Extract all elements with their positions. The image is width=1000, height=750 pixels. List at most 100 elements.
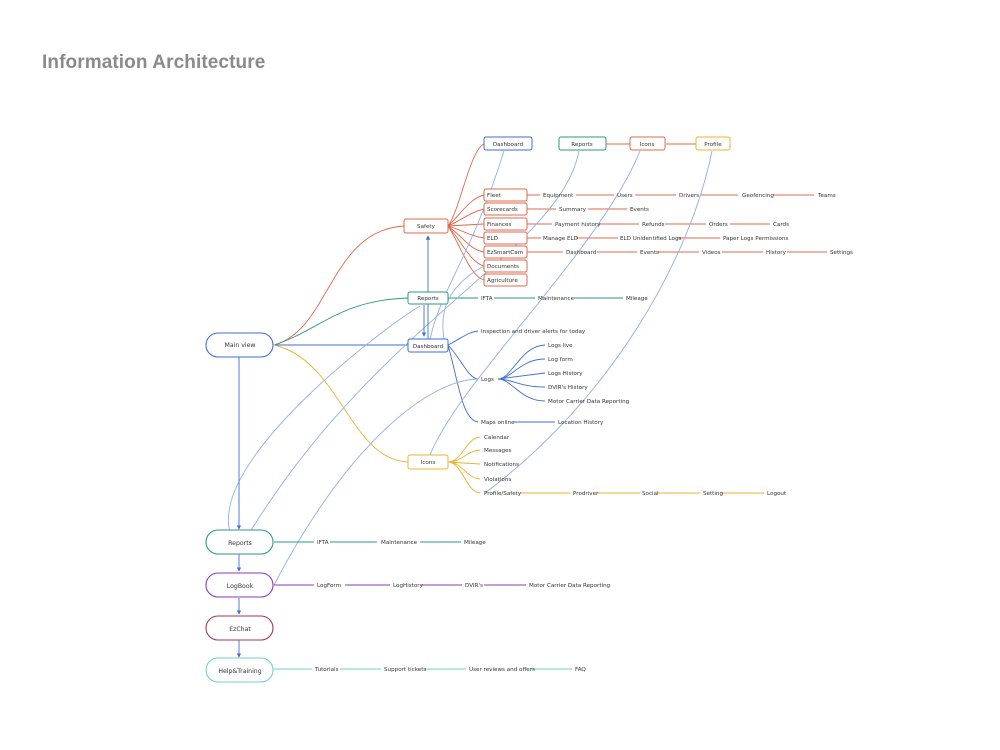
node-top-icons[interactable]: Icons — [629, 136, 666, 151]
connector-safety-fleet — [447, 194, 485, 227]
label-location-history[interactable]: Location History — [558, 420, 604, 426]
label-smartcam-dashboard[interactable]: Dashboard — [566, 250, 597, 256]
label-geofencing[interactable]: Geofencing — [742, 193, 774, 199]
node-top-dashboard[interactable]: Dashboard — [483, 136, 533, 151]
label-setting[interactable]: Setting — [703, 491, 723, 497]
label-bottom-maintenance[interactable]: Maintenance — [381, 540, 418, 546]
crosslink-safety-documents — [442, 265, 485, 346]
crosslink-logs-logbook — [273, 378, 479, 586]
label-cards[interactable]: Cards — [773, 222, 789, 228]
node-fleet[interactable]: Fleet — [483, 188, 528, 202]
label-notifications[interactable]: Notifications — [484, 462, 519, 468]
label-inspection-alerts[interactable]: Inspection and driver alerts for today — [481, 329, 586, 335]
connector-logs-fan — [497, 344, 546, 402]
node-ezchat[interactable]: EzChat — [205, 615, 274, 641]
label-log-form[interactable]: Log form — [548, 357, 573, 363]
node-logbook-label: LogBook — [227, 583, 254, 590]
label-tutorials[interactable]: Tutorials — [314, 667, 339, 673]
connector-safety-agriculture — [447, 225, 485, 281]
label-dvirs[interactable]: DVIR's — [465, 583, 483, 589]
connectors — [227, 143, 827, 670]
node-top-icons-label: Icons — [640, 142, 655, 148]
connector-dashboard-maps — [447, 344, 479, 423]
node-documents[interactable]: Documents — [483, 259, 528, 273]
label-prodriver[interactable]: Prodriver — [573, 491, 599, 497]
label-mid-maintenance[interactable]: Maintenance — [538, 296, 575, 302]
node-safety[interactable]: Safety — [403, 218, 449, 234]
label-mid-mileage[interactable]: Mileage — [626, 296, 648, 302]
nodes: Dashboard Reports Icons Profile Safety F… — [205, 136, 731, 683]
label-maps-online[interactable]: Maps online — [481, 420, 515, 426]
connector-safety-finances — [447, 223, 485, 227]
label-mid-ifta[interactable]: IFTA — [481, 296, 493, 302]
label-bottom-motor-carrier[interactable]: Motor Carrier Data Reporting — [529, 583, 611, 589]
label-refunds[interactable]: Refunds — [642, 222, 665, 228]
node-finances[interactable]: Finances — [483, 217, 528, 231]
connector-dashboard-inspection — [447, 330, 479, 346]
label-faq[interactable]: FAQ — [575, 667, 586, 673]
label-events[interactable]: Events — [630, 207, 649, 213]
label-social[interactable]: Social — [642, 491, 659, 497]
label-loghistory[interactable]: LogHistory — [393, 583, 424, 589]
node-help-training[interactable]: Help&Training — [205, 657, 274, 683]
label-logout[interactable]: Logout — [767, 491, 787, 497]
label-support-tickets[interactable]: Support tickets — [384, 667, 426, 673]
node-bottom-reports[interactable]: Reports — [205, 529, 274, 555]
node-ezsmartcam[interactable]: EzSmartCam — [483, 245, 528, 259]
label-teams[interactable]: Teams — [817, 193, 836, 199]
label-bottom-ifta[interactable]: IFTA — [317, 540, 329, 546]
connector-safety-dashboard — [447, 143, 485, 227]
label-logs-live[interactable]: Logs live — [548, 343, 573, 349]
node-scorecards-label: Scorecards — [487, 207, 518, 213]
label-user-reviews[interactable]: User reviews and offers — [469, 667, 535, 673]
label-manage-eld[interactable]: Manage ELD — [543, 236, 578, 242]
node-agriculture[interactable]: Agriculture — [483, 273, 528, 287]
connector-safety-scorecards — [447, 208, 485, 227]
node-top-reports[interactable]: Reports — [558, 136, 607, 151]
label-messages[interactable]: Messages — [484, 448, 512, 454]
label-dvirs-history[interactable]: DVIR's History — [548, 385, 588, 391]
label-eld-unidentified-logs[interactable]: ELD Unidentified Logs — [620, 236, 681, 242]
page-title: Information Architecture — [42, 52, 266, 73]
label-logs-history[interactable]: Logs History — [548, 371, 583, 377]
node-dashboard-mid-label: Dashboard — [413, 344, 444, 350]
node-icons-mid[interactable]: Icons — [407, 454, 449, 470]
crosslink-profile-top — [484, 150, 713, 494]
crosslink-reports-top — [249, 150, 580, 533]
connector-dashboard-logs — [447, 344, 479, 380]
connector-main-icons — [273, 344, 409, 463]
label-payment-history[interactable]: Payment history — [555, 222, 601, 228]
node-top-profile[interactable]: Profile — [695, 136, 731, 151]
node-logbook[interactable]: LogBook — [205, 572, 274, 598]
label-smartcam-history[interactable]: History — [766, 250, 787, 256]
crosslink-dashboard-top — [429, 150, 505, 341]
label-calendar[interactable]: Calendar — [484, 435, 510, 441]
safety-children: Fleet Scorecards Finances ELD EzSmartCam… — [483, 188, 528, 287]
node-top-profile-label: Profile — [704, 142, 722, 148]
node-main-view-label: Main view — [225, 342, 256, 349]
label-paper-logs-permissions[interactable]: Paper Logs Permissions — [723, 236, 788, 242]
label-smartcam-events[interactable]: Events — [640, 250, 659, 256]
node-finances-label: Finances — [487, 222, 511, 228]
node-eld[interactable]: ELD — [483, 231, 528, 245]
label-violations[interactable]: Violations — [484, 477, 511, 483]
node-dashboard-mid[interactable]: Dashboard — [407, 338, 449, 353]
node-main-view[interactable]: Main view — [205, 332, 274, 358]
label-users[interactable]: Users — [617, 193, 633, 199]
label-motor-carrier-reporting[interactable]: Motor Carrier Data Reporting — [548, 399, 630, 405]
label-logs[interactable]: Logs — [481, 377, 494, 383]
label-profile-safety[interactable]: Profile/Safety — [484, 491, 522, 497]
label-drivers[interactable]: Drivers — [679, 193, 699, 199]
label-bottom-mileage[interactable]: Mileage — [464, 540, 486, 546]
label-smartcam-settings[interactable]: Settings — [830, 250, 853, 256]
label-equipment[interactable]: Equipment — [543, 193, 574, 199]
node-eld-label: ELD — [487, 236, 498, 242]
node-scorecards[interactable]: Scorecards — [483, 202, 528, 216]
node-documents-label: Documents — [487, 264, 519, 270]
connector-safety-ezsmartcam — [447, 225, 485, 253]
label-orders[interactable]: Orders — [709, 222, 728, 228]
label-summary[interactable]: Summary — [559, 207, 587, 213]
label-smartcam-videos[interactable]: Videos — [702, 250, 721, 256]
node-reports-mid[interactable]: Reports — [407, 291, 449, 305]
label-logform[interactable]: LogForm — [317, 583, 341, 589]
